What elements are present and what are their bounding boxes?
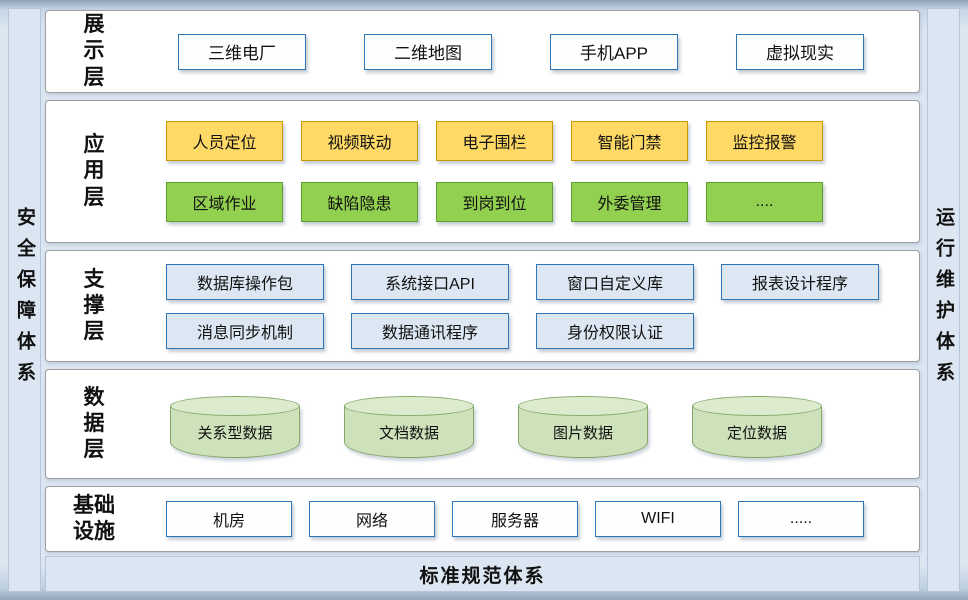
component-box: 外委管理 xyxy=(571,182,688,222)
pillar-bottom-label: 标准规范体系 xyxy=(419,565,546,587)
cylinder-label: 定位数据 xyxy=(726,425,787,442)
datastore-cylinder: 图片数据 xyxy=(518,396,648,458)
layer-label: 展 示 层 xyxy=(83,13,105,89)
cylinder-label: 文档数据 xyxy=(378,425,439,442)
pillar-security-assurance: 安全保障体系 xyxy=(8,8,41,592)
component-box: ..... xyxy=(738,501,864,537)
component-box: 二维地图 xyxy=(364,33,492,70)
layer-panel: 支 撑 层 数据库操作包系统接口API 窗口自定义库报表设计程序消息同步机制数据通讯… xyxy=(45,250,920,362)
component-box: 到岗到位 xyxy=(436,182,553,222)
layer-label: 支 撑 层 xyxy=(83,267,105,344)
component-box: 身份权限认证 xyxy=(536,312,694,349)
layer-panel: 应 用 层人员定位视频联动电子围栏智能门禁监控报警区域作业缺陷隐患到岗到位外委管… xyxy=(45,100,920,243)
component-box: 数据库操作包 xyxy=(166,263,324,300)
layer-rows: 机房网络服务器 WIFI..... xyxy=(142,487,919,551)
component-box: 窗口自定义库 xyxy=(536,263,694,300)
cylinder-label: 图片数据 xyxy=(552,425,613,442)
component-box: 手机APP xyxy=(550,33,678,70)
cylinder-top xyxy=(692,396,822,416)
layer-label: 数 据 层 xyxy=(83,385,105,462)
layer-rows: 人员定位视频联动电子围栏智能门禁监控报警区域作业缺陷隐患到岗到位外委管理.... xyxy=(142,101,919,242)
component-box: WIFI xyxy=(595,501,721,537)
datastore-cylinder: 定位数据 xyxy=(692,396,822,458)
layer-rows: 三维电厂 二维地图 手机APP 虚拟现实 xyxy=(142,11,919,92)
datastore-cylinder: 关系型数据 xyxy=(170,396,300,458)
cylinder-top xyxy=(344,396,474,416)
component-box: 人员定位 xyxy=(166,121,283,161)
component-box: 机房 xyxy=(166,501,292,537)
layer-panel: 展 示 层 三维电厂 二维地图 手机APP 虚拟现实 xyxy=(45,10,920,93)
layer-panel: 数 据 层关系型数据 文档数据 图片数据 定位数据 xyxy=(45,369,920,479)
datastore-cylinder: 文档数据 xyxy=(344,396,474,458)
component-box: 系统接口API xyxy=(351,263,509,300)
component-box: 服务器 xyxy=(452,501,578,537)
component-box: 区域作业 xyxy=(166,182,283,222)
pillar-right-label: 运行维护体系 xyxy=(933,207,954,393)
pillar-left-label: 安全保障体系 xyxy=(14,207,35,393)
layer-row: 三维电厂 二维地图 手机APP 虚拟现实 xyxy=(142,33,919,70)
cylinder-top xyxy=(518,396,648,416)
cylinder-top xyxy=(170,396,300,416)
component-box: 视频联动 xyxy=(301,121,418,161)
component-box: 电子围栏 xyxy=(436,121,553,161)
component-box: 缺陷隐患 xyxy=(301,182,418,222)
architecture-layers: 展 示 层 三维电厂 二维地图 手机APP 虚拟现实应 用 层 人员定位视频联动电子围栏智… xyxy=(45,10,920,552)
component-box: 数据通讯程序 xyxy=(351,312,509,349)
layer-row: 消息同步机制数据通讯程序身份权限认证 xyxy=(142,312,919,349)
component-box: 报表设计程序 xyxy=(721,263,879,300)
component-box: 消息同步机制 xyxy=(166,312,324,349)
component-box: 网络 xyxy=(309,501,435,537)
component-box: 三维电厂 xyxy=(178,33,306,70)
layer-rows: 数据库操作包系统接口API 窗口自定义库报表设计程序消息同步机制数据通讯程序身份权… xyxy=(142,251,919,361)
layer-row: 关系型数据 文档数据 图片数据 定位数据 xyxy=(142,390,919,458)
component-box: 虚拟现实 xyxy=(736,33,864,70)
layer-rows: 关系型数据 文档数据 图片数据 定位数据 xyxy=(142,370,919,478)
pillar-operation-maintenance: 运行维护体系 xyxy=(927,8,960,592)
layer-row: 人员定位视频联动电子围栏智能门禁监控报警 xyxy=(142,121,919,161)
layer-row: 数据库操作包系统接口API 窗口自定义库报表设计程序 xyxy=(142,263,919,300)
cylinder-label: 关系型数据 xyxy=(197,425,273,442)
layer-panel: 基础 设施 机房网络服务器 WIFI..... xyxy=(45,486,920,552)
layer-label: 应 用 层 xyxy=(83,133,105,209)
component-box: 智能门禁 xyxy=(571,121,688,161)
layer-row: 机房网络服务器 WIFI..... xyxy=(142,501,919,537)
layer-row: 区域作业缺陷隐患到岗到位外委管理.... xyxy=(142,182,919,222)
layer-label: 基础 设施 xyxy=(73,493,115,543)
component-box: .... xyxy=(706,182,823,222)
component-box: 监控报警 xyxy=(706,121,823,161)
pillar-standards: 标准规范体系 xyxy=(45,556,920,592)
